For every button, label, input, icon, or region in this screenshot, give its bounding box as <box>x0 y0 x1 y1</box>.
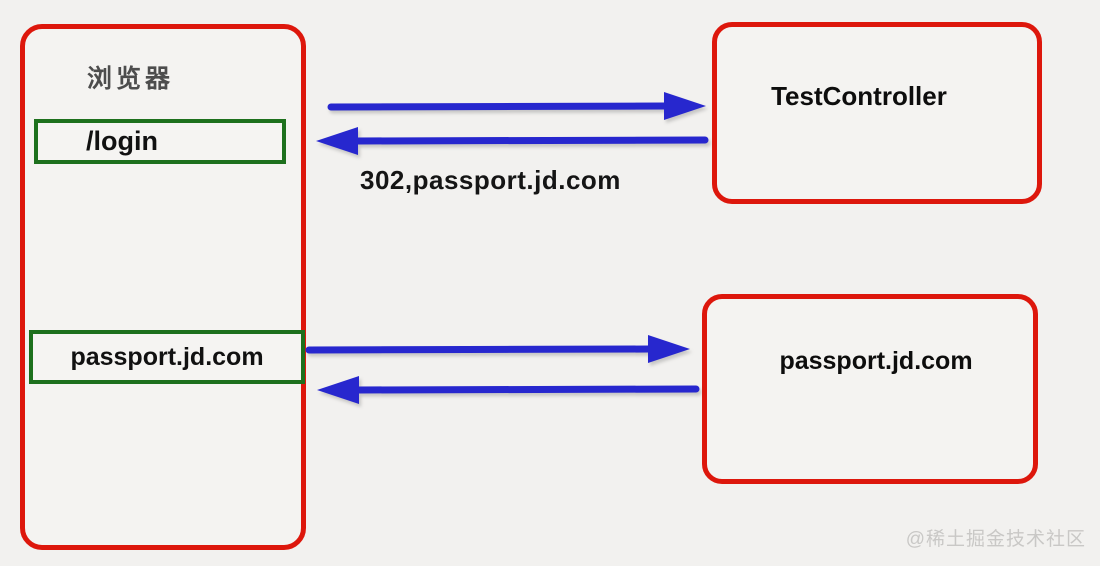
passport-response-arrow <box>317 376 700 404</box>
test-controller-label: TestController <box>771 80 947 111</box>
passport-url-box: passport.jd.com <box>29 330 305 384</box>
passport-server-label: passport.jd.com <box>779 346 973 375</box>
watermark-text: @稀土掘金技术社区 <box>905 529 1086 550</box>
passport-url-label: passport.jd.com <box>70 342 264 371</box>
test-controller-box: TestController <box>712 22 1042 204</box>
passport-request-arrow <box>305 335 690 363</box>
login-url-box: /login <box>34 119 286 164</box>
login-request-arrow <box>327 92 706 120</box>
redirect-response-arrow <box>316 127 709 155</box>
login-url-label: /login <box>86 126 158 156</box>
redirect-response-label: 302,passport.jd.com <box>360 165 621 195</box>
browser-title: 浏览器 <box>87 65 175 93</box>
browser-panel: 浏览器 /login passport.jd.com <box>20 24 306 550</box>
passport-server-box: passport.jd.com <box>702 294 1038 484</box>
